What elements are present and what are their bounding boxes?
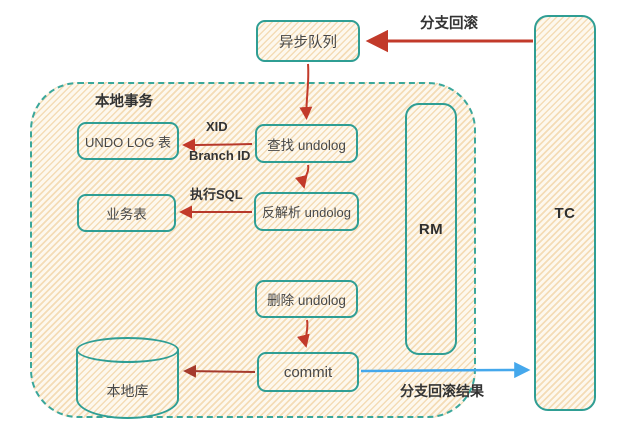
edge-label-xid: XID	[206, 119, 228, 134]
node-rm-label: RM	[418, 220, 444, 238]
node-undo-log-table-label: UNDO LOG 表	[85, 134, 171, 150]
node-biz-table-label: 业务表	[106, 207, 147, 222]
node-delete-undolog: 删除 undolog	[255, 280, 358, 318]
node-tc-label: TC	[554, 204, 576, 222]
node-commit-label: commit	[283, 363, 333, 381]
node-local-db: 本地库	[76, 337, 179, 419]
node-undo-log-table: UNDO LOG 表	[77, 122, 179, 160]
edge-label-execute-sql: 执行SQL	[190, 187, 243, 202]
node-delete-undolog-label: 删除 undolog	[267, 293, 346, 308]
node-parse-undolog: 反解析 undolog	[254, 192, 359, 231]
node-local-db-label: 本地库	[106, 383, 149, 399]
node-rm: RM	[405, 103, 457, 355]
node-find-undolog-label: 查找 undolog	[267, 137, 346, 153]
node-async-queue: 异步队列	[256, 20, 360, 62]
node-find-undolog: 查找 undolog	[255, 124, 358, 163]
edge-label-branch-rollback: 分支回滚	[420, 16, 478, 32]
edge-label-branch-id: Branch ID	[189, 148, 251, 163]
node-async-queue-label: 异步队列	[279, 34, 337, 51]
edge-label-branch-rollback-result: 分支回滚结果	[400, 383, 484, 399]
node-tc: TC	[534, 15, 596, 411]
local-db-cylinder-top	[76, 337, 179, 363]
node-biz-table: 业务表	[77, 194, 176, 232]
node-parse-undolog-label: 反解析 undolog	[262, 205, 351, 220]
node-commit: commit	[257, 352, 359, 392]
local-transaction-label: 本地事务	[95, 94, 153, 110]
